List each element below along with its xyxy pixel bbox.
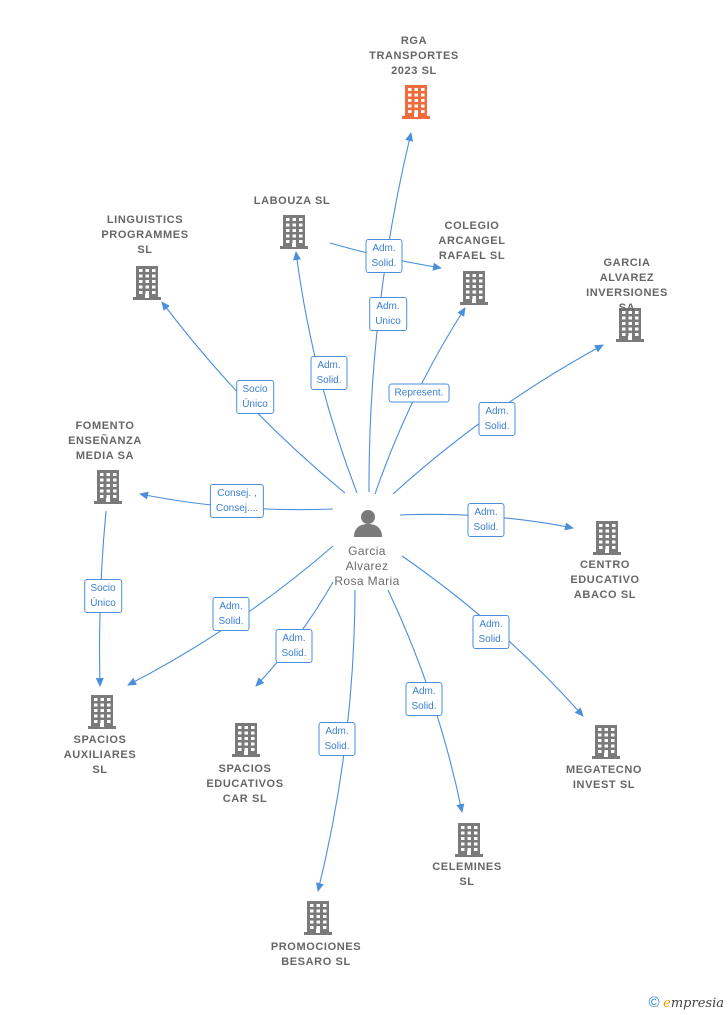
relation-label-fomento-spacios_aux[interactable]: Socio Único (84, 579, 122, 613)
company-label-spacios_edu[interactable]: SPACIOS EDUCATIVOS CAR SL (206, 763, 284, 805)
company-label-celemines[interactable]: CELEMINES SL (432, 861, 502, 888)
building-icon-rga[interactable] (401, 84, 431, 125)
company-label-fomento[interactable]: FOMENTO ENSEÑANZA MEDIA SA (68, 420, 142, 462)
building-icon-garcia[interactable] (615, 307, 645, 348)
building-icon-labouza[interactable] (279, 214, 309, 255)
relation-label-promociones[interactable]: Adm. Solid. (318, 722, 356, 756)
building-icon-linguistics[interactable] (132, 265, 162, 306)
building-icon-promociones[interactable] (303, 900, 333, 941)
relation-label-megatecno[interactable]: Adm. Solid. (472, 615, 510, 649)
building-icon-celemines[interactable] (454, 822, 484, 863)
relation-label-linguistics[interactable]: Socio Único (236, 380, 274, 414)
company-label-rga[interactable]: RGA TRANSPORTES 2023 SL (369, 35, 459, 77)
relation-label-rga[interactable]: Adm. Unico (369, 297, 407, 331)
building-icon-fomento[interactable] (93, 469, 123, 510)
building-icon-megatecno[interactable] (591, 724, 621, 765)
company-label-spacios_aux[interactable]: SPACIOS AUXILIARES SL (63, 734, 137, 776)
relation-label-fomento[interactable]: Consej. , Consej.... (209, 484, 265, 518)
building-icon-centro[interactable] (592, 520, 622, 561)
company-label-centro[interactable]: CENTRO EDUCATIVO ABACO SL (570, 559, 640, 601)
building-icon-spacios_edu[interactable] (231, 722, 261, 763)
relation-label-colegio[interactable]: Represent. (388, 383, 450, 403)
building-icon-spacios_aux[interactable] (87, 694, 117, 735)
company-label-megatecno[interactable]: MEGATECNO INVEST SL (565, 764, 643, 791)
center-person-label[interactable]: Garcia Alvarez Rosa Maria (334, 544, 400, 588)
relation-label-spacios_aux[interactable]: Adm. Solid. (212, 597, 250, 631)
company-label-linguistics[interactable]: LINGUISTICS PROGRAMMES SL (101, 214, 189, 256)
empresia-logo: empresia (663, 996, 724, 1011)
relation-label-centro[interactable]: Adm. Solid. (467, 503, 505, 537)
relation-label-spacios_edu[interactable]: Adm. Solid. (275, 629, 313, 663)
person-icon[interactable] (353, 508, 383, 543)
building-icon-colegio[interactable] (459, 270, 489, 311)
copyright-symbol: © (648, 994, 660, 1011)
company-label-garcia[interactable]: GARCIA ALVAREZ INVERSIONES SA (586, 257, 668, 314)
relation-label-labouza[interactable]: Adm. Solid. (310, 356, 348, 390)
relation-label-celemines[interactable]: Adm. Solid. (405, 682, 443, 716)
relation-label-labouza-colegio[interactable]: Adm. Solid. (365, 239, 403, 273)
company-label-promociones[interactable]: PROMOCIONES BESARO SL (270, 941, 362, 968)
footer-brand: © empresia (648, 994, 724, 1011)
relation-label-garcia[interactable]: Adm. Solid. (478, 402, 516, 436)
company-label-labouza[interactable]: LABOUZA SL (253, 195, 331, 207)
company-label-colegio[interactable]: COLEGIO ARCANGEL RAFAEL SL (438, 220, 506, 262)
